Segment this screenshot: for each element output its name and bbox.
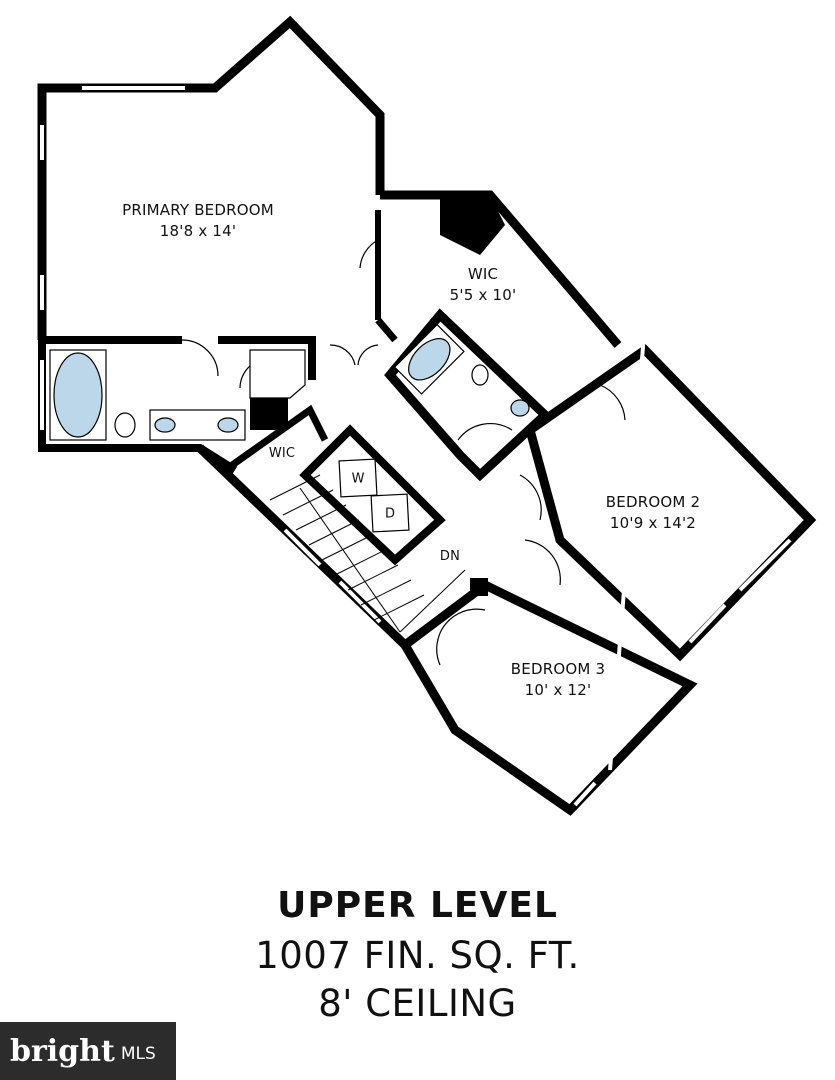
dryer [370,493,410,533]
watermark-suffix: MLS [120,1044,156,1064]
chimney-block [440,195,505,255]
bathtub-primary-frame [49,349,107,441]
label-bedroom3: BEDROOM 3 10' x 12' [511,659,605,701]
window-stairs [283,528,382,624]
floor-plan [37,0,817,816]
sink-primary-right [217,417,239,433]
washer [338,458,378,498]
bathtub-primary [53,352,103,438]
toilet-primary [114,412,136,438]
wall-primary-bath-top-right [218,336,316,380]
plan-caption: UPPER LEVEL 1007 FIN. SQ. FT. 8' CEILING [0,880,835,1028]
wic-lower-name: WIC [268,446,296,461]
washer-label: W [351,471,365,487]
bedroom3-name: BEDROOM 3 [510,660,606,678]
label-bedroom2: BEDROOM 2 10'9 x 14'2 [606,492,700,534]
label-primary-bedroom: PRIMARY BEDROOM 18'8 x 14' [122,200,274,242]
sink-hall [510,399,530,417]
corner-block-bath [250,395,288,430]
toilet-hall [471,364,489,386]
label-wic-upper: WIC 5'5 x 10' [450,264,517,306]
stair-post [470,578,488,596]
bedroom2-dims: 10'9 x 14'2 [609,514,697,532]
caption-area: 1007 FIN. SQ. FT. [255,934,580,977]
wall-wic-bottom [375,317,398,343]
bedroom2-name: BEDROOM 2 [605,493,701,511]
wall-laundry [299,424,446,566]
wic-upper-dims: 5'5 x 10' [449,286,517,304]
stair-treads [269,474,466,633]
primary-bedroom-dims: 18'8 x 14' [159,222,237,240]
window-bedroom2 [688,538,792,644]
dryer-label: D [384,506,396,522]
primary-bedroom-name: PRIMARY BEDROOM [122,201,274,219]
wall-primary-bedroom [37,15,385,340]
caption-ceiling: 8' CEILING [318,982,517,1025]
label-wic-lower: WIC [269,443,295,464]
label-stairs-down: DN [439,549,461,564]
wic-upper-name: WIC [467,265,499,283]
wall-hall-bath [384,308,552,482]
caption-title: UPPER LEVEL [277,885,558,926]
bright-mls-watermark: bright MLS [0,1022,176,1080]
bedroom3-dims: 10' x 12' [524,681,592,699]
wall-wic-lower [225,404,329,471]
shower-primary [249,349,306,399]
window-bedroom3 [573,0,672,807]
bathtub-hall [393,323,465,395]
watermark-brand: bright [10,1033,115,1069]
sink-primary-left [154,417,176,433]
